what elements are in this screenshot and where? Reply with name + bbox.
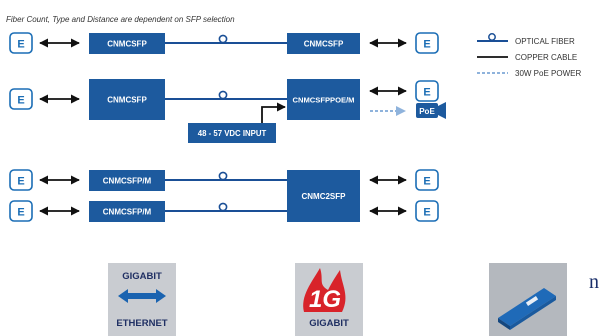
logo-gigabit-text: GIGABIT xyxy=(122,271,162,282)
svg-text:E: E xyxy=(17,176,24,188)
edge-device-icon: E xyxy=(9,200,33,222)
legend: OPTICAL FIBER COPPER CABLE 30W PoE POWER xyxy=(477,33,581,78)
fiber-connector-icon xyxy=(218,90,228,100)
cnmcsfp-m-box xyxy=(89,170,165,191)
edge-device-icon: E xyxy=(9,32,33,54)
cnmcsfppoe-label: CNMCSFPPOE/M xyxy=(292,96,354,105)
edge-device-icon: E xyxy=(9,88,33,110)
logo-gigabit-bottom-text: GIGABIT xyxy=(309,318,349,329)
cnmcsfp-m-box xyxy=(89,201,165,222)
edge-device-icon: E xyxy=(415,200,439,222)
sfp-selection-note: Fiber Count, Type and Distance are depen… xyxy=(6,15,235,24)
one-g-gigabit-logo: 1G GIGABIT xyxy=(295,263,363,336)
cnmc2sfp-label: CNMC2SFP xyxy=(301,192,346,201)
svg-text:E: E xyxy=(423,207,430,219)
edge-device-icon: E xyxy=(9,169,33,191)
trailing-text: n xyxy=(589,271,599,293)
row-3: E CNMCSFP/M E CNMCSFP/M CNMC2SFP E E xyxy=(9,169,439,222)
edge-device-icon: E xyxy=(415,80,439,102)
double-arrow-icon xyxy=(118,289,166,303)
poe-camera-icon: PoE xyxy=(416,102,446,119)
svg-text:E: E xyxy=(423,87,430,99)
cnmcsfp-box xyxy=(287,33,360,54)
logo-ethernet-text: ETHERNET xyxy=(116,318,167,329)
sfp-module-icon xyxy=(498,288,556,330)
power-feed-arrow xyxy=(261,102,286,123)
poe-badge-label: PoE xyxy=(419,107,435,116)
fiber-connector-icon xyxy=(218,202,228,212)
fiber-connector-icon xyxy=(218,171,228,181)
svg-text:E: E xyxy=(17,39,24,51)
cnmcsfp-box xyxy=(89,33,165,54)
svg-text:E: E xyxy=(17,207,24,219)
svg-text:E: E xyxy=(423,176,430,188)
cnmc2sfp-box xyxy=(287,170,360,222)
row-2: E CNMCSFP CNMCSFPPOE/M E PoE 48 - 57 VDC… xyxy=(9,79,446,143)
edge-device-icon: E xyxy=(415,32,439,54)
edge-device-icon: E xyxy=(415,169,439,191)
cnmcsfp-label: CNMCSFP xyxy=(107,40,147,49)
cnmcsfp-label: CNMCSFP xyxy=(304,40,344,49)
power-input-label: 48 - 57 VDC INPUT xyxy=(198,129,267,138)
fiber-connector-icon xyxy=(488,33,496,41)
legend-copper-label: COPPER CABLE xyxy=(515,53,577,62)
legend-fiber-label: OPTICAL FIBER xyxy=(515,37,575,46)
cnmcsfp-box xyxy=(89,79,165,120)
logo-1g-text: 1G xyxy=(309,286,341,313)
fiber-connector-icon xyxy=(218,34,228,44)
cnmcsfp-label: CNMCSFP xyxy=(107,96,147,105)
row-1: E CNMCSFP CNMCSFP E xyxy=(9,32,439,54)
flame-icon xyxy=(303,268,346,312)
cnmcsfp-m-label: CNMCSFP/M xyxy=(103,177,152,186)
svg-text:E: E xyxy=(17,95,24,107)
cnmcsfp-m-label: CNMCSFP/M xyxy=(103,208,152,217)
svg-text:E: E xyxy=(423,39,430,51)
cnmcsfppoe-box xyxy=(287,79,360,120)
legend-poe-label: 30W PoE POWER xyxy=(515,69,581,78)
gigabit-ethernet-logo: GIGABIT ETHERNET xyxy=(108,263,176,336)
sfp-module-logo xyxy=(489,263,567,336)
power-input-box xyxy=(188,123,276,143)
